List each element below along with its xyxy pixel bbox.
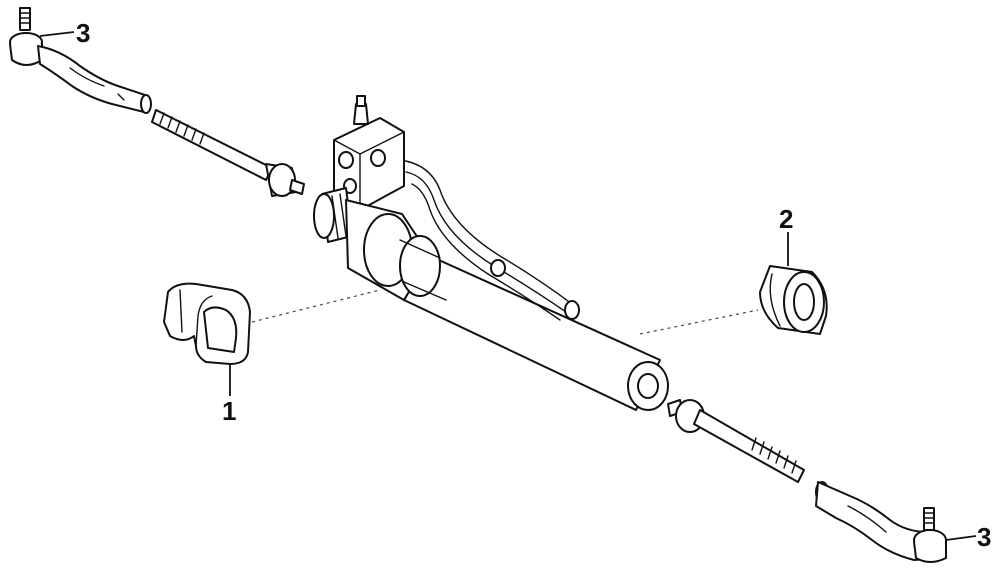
bushing <box>759 265 828 335</box>
tie-rod-end-left <box>9 7 152 114</box>
inner-tie-rod-right <box>667 399 805 483</box>
callout-tie-rod-end-left: 3 <box>76 18 91 48</box>
callout-tie-rod-end-right: 3 <box>977 522 992 552</box>
alignment-line-left <box>251 289 381 323</box>
leader-line-3-left <box>39 31 75 37</box>
callout-bracket-grommet: 1 <box>222 396 237 426</box>
tie-rod-end-right <box>815 481 947 563</box>
inner-tie-rod-left <box>151 109 305 197</box>
rack-housing <box>313 95 669 411</box>
alignment-line-right <box>639 309 759 335</box>
bracket-grommet <box>163 282 251 365</box>
callout-bushing: 2 <box>779 204 794 234</box>
leader-line-3-right <box>945 535 977 541</box>
